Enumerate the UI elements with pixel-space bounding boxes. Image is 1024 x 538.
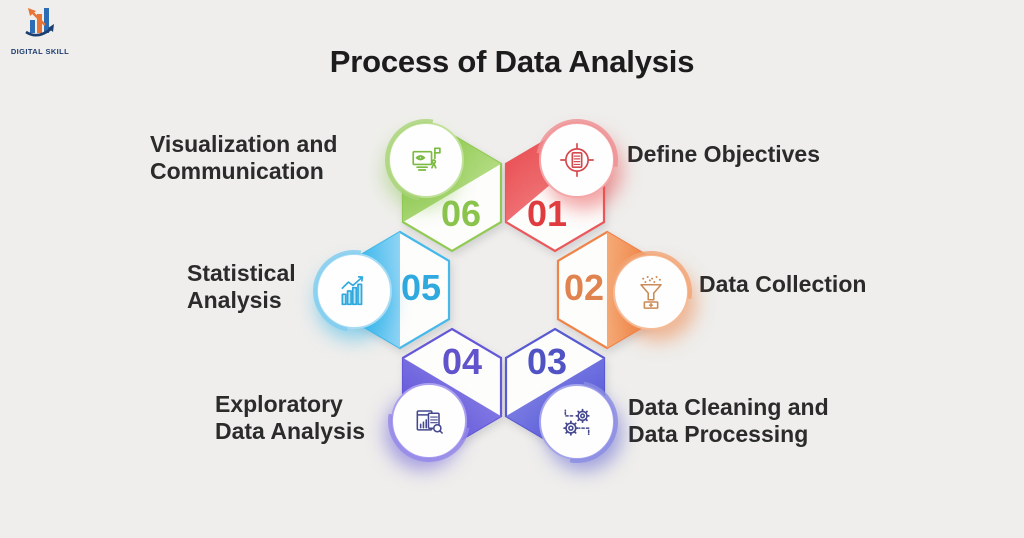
step-icon-circle-06	[388, 122, 464, 198]
step-label-04: Exploratory Data Analysis	[215, 391, 365, 444]
step-number-05: 05	[400, 267, 442, 308]
report-magnifier-icon	[416, 410, 443, 434]
step-label-02: Data Collection	[699, 271, 867, 297]
page-title: Process of Data Analysis	[329, 44, 695, 79]
step-number-02: 02	[563, 267, 605, 308]
step-icon-circle-04	[391, 383, 467, 459]
step-number-03: 03	[526, 341, 568, 382]
step-label-03: Data Cleaning and Data Processing	[628, 394, 829, 447]
funnel-data-icon	[640, 276, 662, 309]
step-icon-circle-02	[613, 254, 689, 330]
bar-chart-rocket-logo-icon	[25, 8, 54, 37]
step-label-05: Statistical Analysis	[187, 260, 296, 313]
step-label-06: Visualization and Communication	[150, 131, 338, 184]
target-document-icon	[560, 143, 594, 177]
step-number-06: 06	[440, 193, 482, 234]
step-icon-circle-05	[316, 253, 392, 329]
gears-processing-icon	[563, 408, 590, 436]
step-icon-circle-01	[539, 122, 615, 198]
step-label-01: Define Objectives	[627, 141, 821, 167]
step-icon-circle-03	[539, 384, 615, 460]
logo-brand-text: DIGITAL SKILL	[10, 47, 70, 56]
digital-skill-logo: DIGITAL SKILL	[9, 5, 71, 56]
bar-chart-growth-icon	[341, 276, 364, 306]
step-number-04: 04	[441, 341, 483, 382]
presentation-screen-icon	[412, 147, 441, 171]
step-number-01: 01	[526, 193, 568, 234]
